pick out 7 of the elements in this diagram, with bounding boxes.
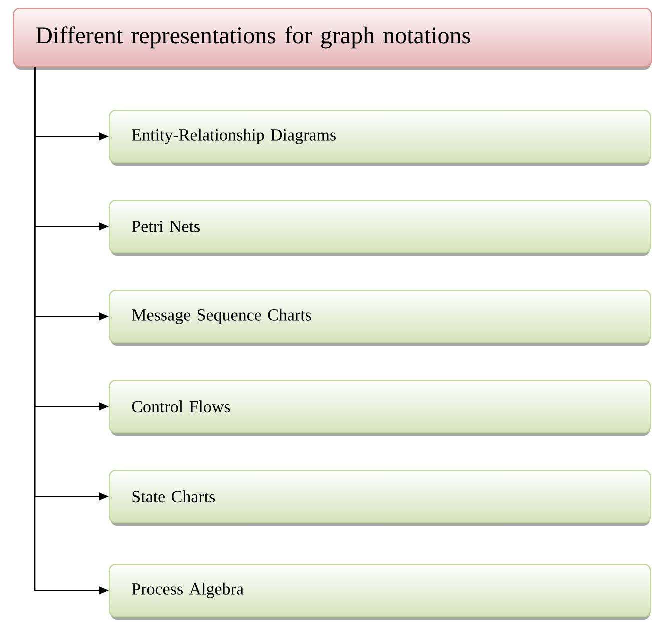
item-box: Entity-Relationship Diagrams [109, 110, 652, 166]
item-box: Control Flows [109, 380, 652, 436]
header-box: Different representations for graph notations [13, 8, 652, 70]
item-box: Petri Nets [109, 200, 652, 256]
item-box: Process Algebra [109, 564, 652, 620]
item-box: Message Sequence Charts [109, 290, 652, 346]
item-box: State Charts [109, 470, 652, 526]
